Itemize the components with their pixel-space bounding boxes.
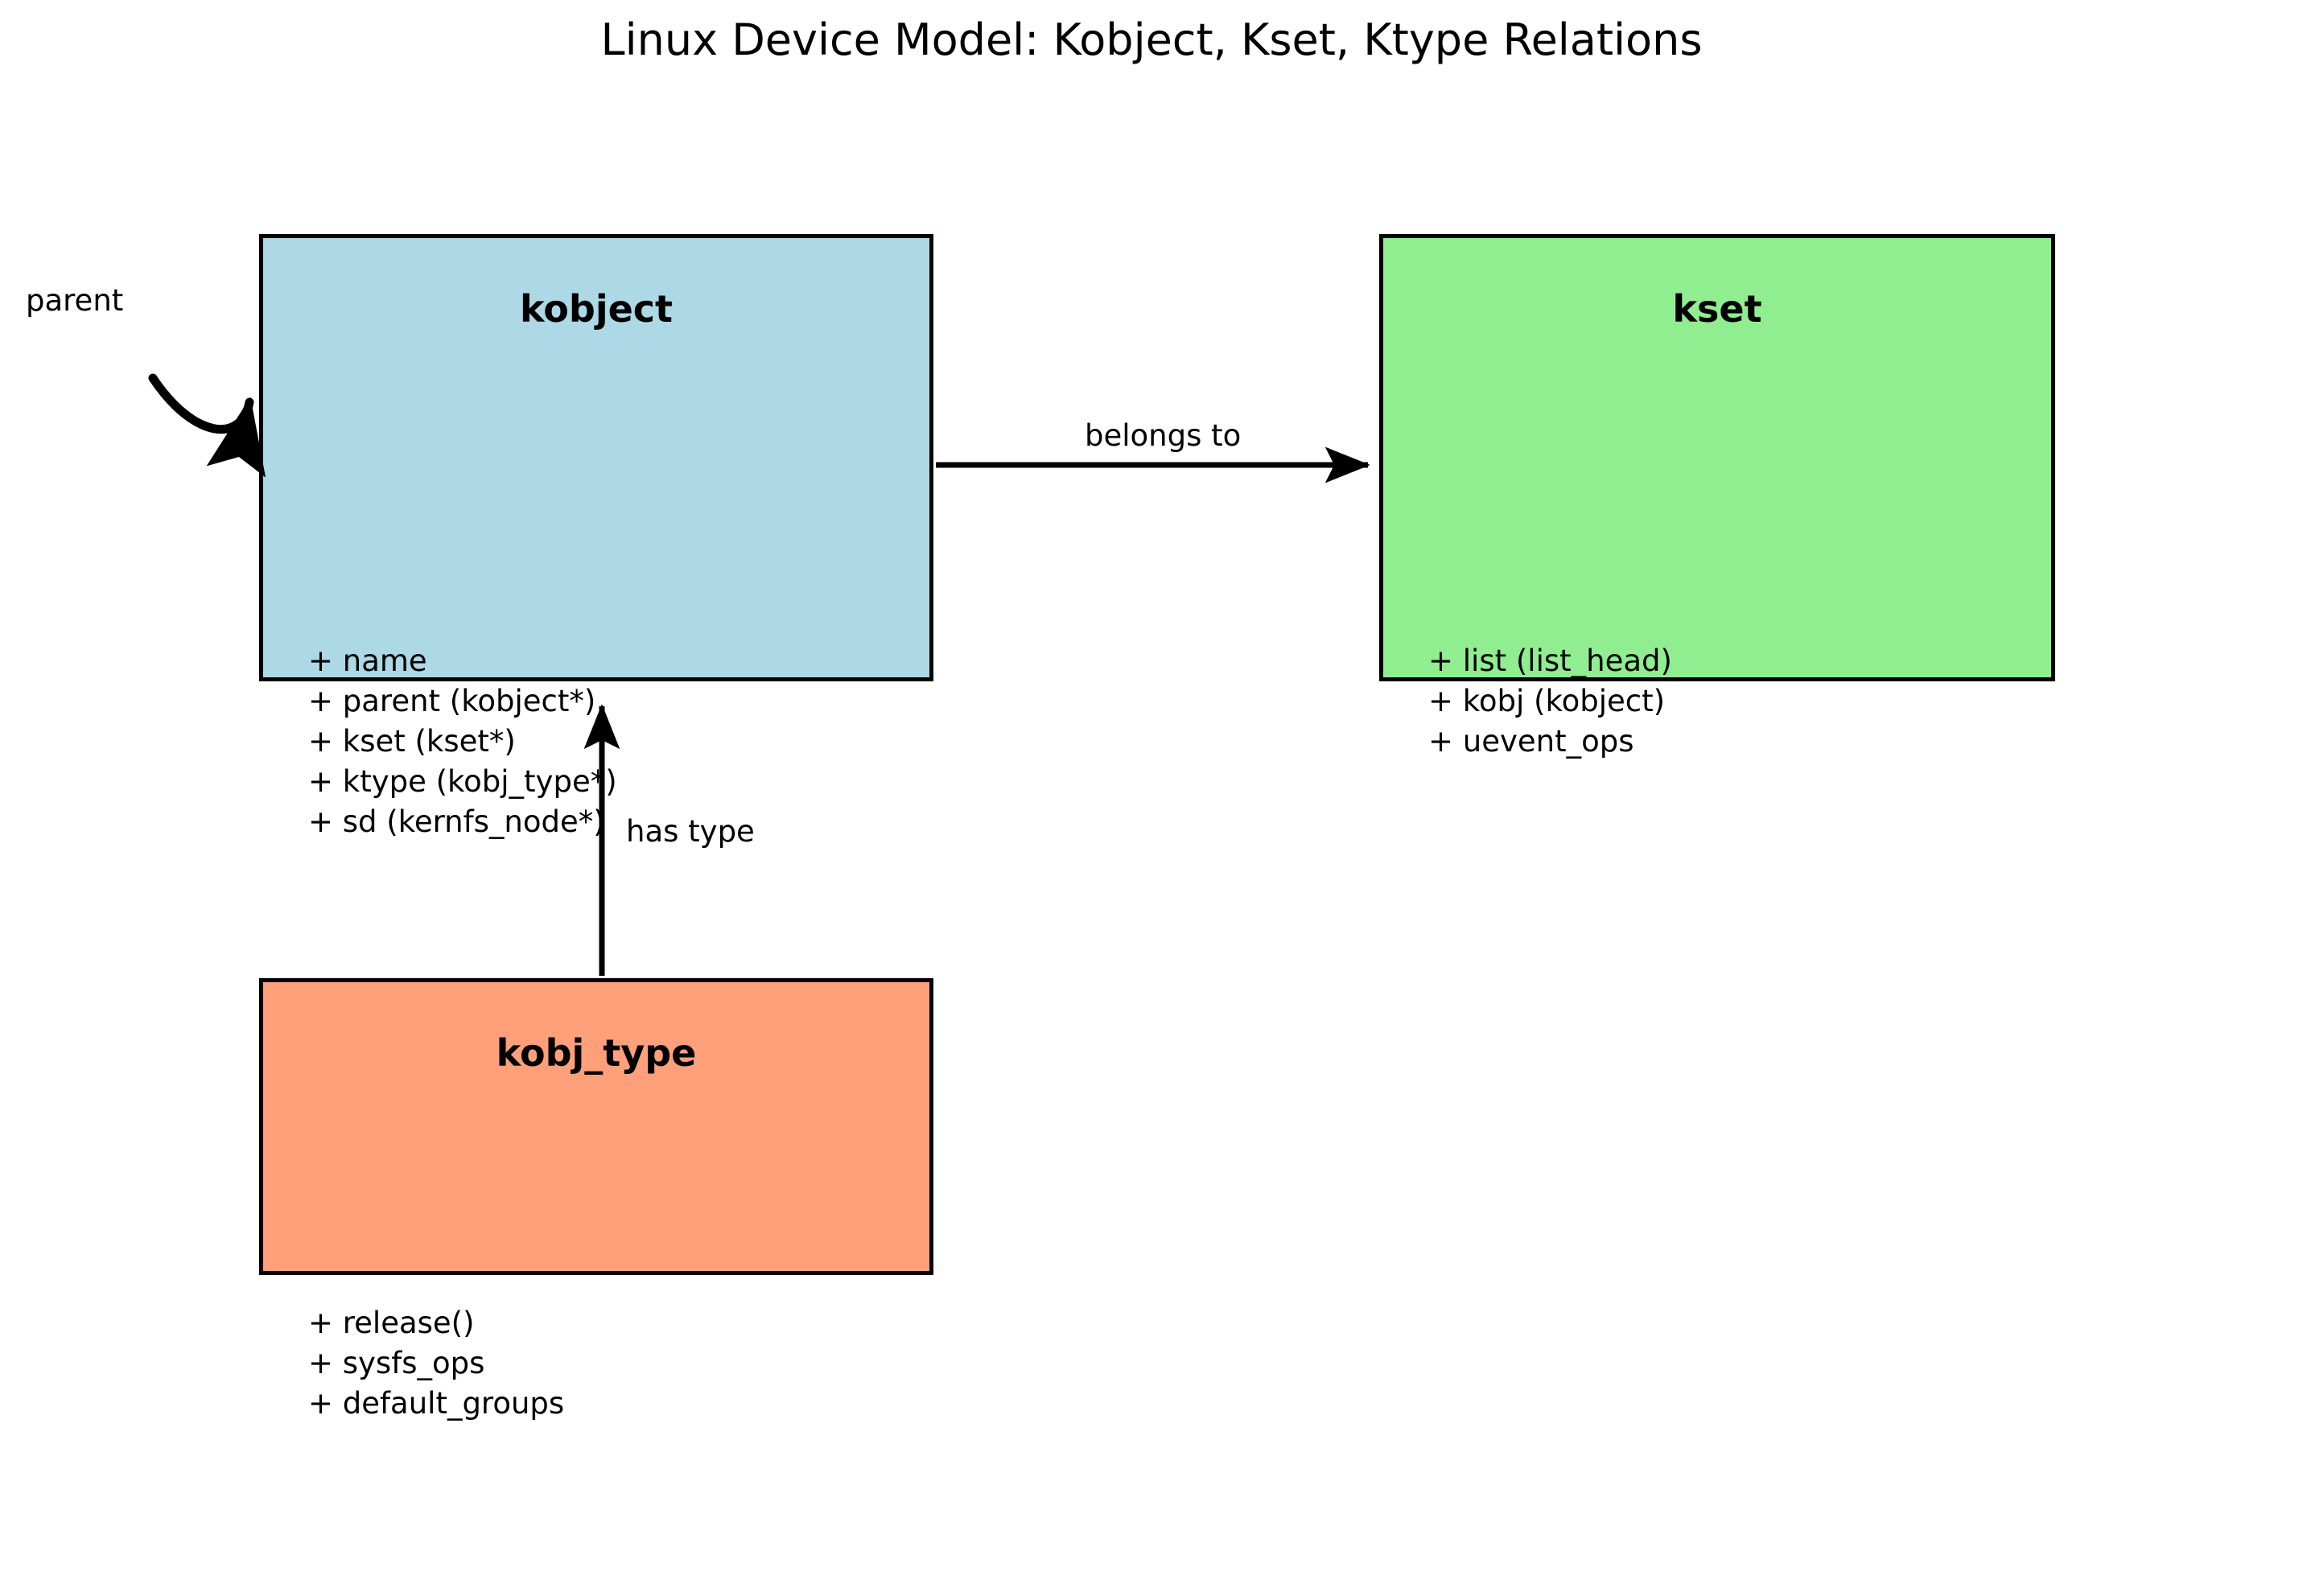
attribute-row: + default_groups bbox=[308, 1386, 565, 1421]
edge-label-belongs-to: belongs to bbox=[1085, 418, 1242, 453]
class-name-kobj-type: kobj_type bbox=[496, 1031, 697, 1075]
class-name-kset: kset bbox=[1672, 287, 1762, 331]
attribute-row: + release() bbox=[308, 1306, 475, 1340]
attribute-row: + kset (kset*) bbox=[308, 724, 516, 759]
edge-label-has-type: has type bbox=[626, 814, 755, 849]
page-title: Linux Device Model: Kobject, Kset, Ktype… bbox=[600, 14, 1703, 65]
class-box-kobj-type[interactable]: kobj_type + release() + sysfs_ops + defa… bbox=[259, 978, 933, 1421]
class-attributes-kobject: + name + parent (kobject*) + kset (kset*… bbox=[308, 641, 617, 842]
class-box-kset[interactable]: kset + list (list_head) + kobj (kobject)… bbox=[1379, 234, 2055, 759]
edge-label-parent: parent bbox=[26, 283, 124, 318]
attribute-row: + sd (kernfs_node*) bbox=[308, 804, 605, 839]
attribute-row: + list (list_head) bbox=[1428, 644, 1672, 678]
class-box-kobject[interactable]: kobject + name + parent (kobject*) + kse… bbox=[259, 234, 933, 839]
class-attributes-kobj-type: + release() + sysfs_ops + default_groups bbox=[308, 1303, 564, 1424]
attribute-row: + kobj (kobject) bbox=[1428, 684, 1666, 718]
attribute-row: + name bbox=[308, 644, 427, 678]
class-name-kobject: kobject bbox=[519, 287, 674, 331]
attribute-row: + uevent_ops bbox=[1428, 724, 1634, 759]
attribute-row: + ktype (kobj_type*) bbox=[308, 764, 617, 799]
connector-parent bbox=[148, 373, 266, 478]
attribute-row: + parent (kobject*) bbox=[308, 684, 596, 718]
class-attributes-kset: + list (list_head) + kobj (kobject) + ue… bbox=[1428, 641, 1672, 762]
attribute-row: + sysfs_ops bbox=[308, 1346, 485, 1380]
